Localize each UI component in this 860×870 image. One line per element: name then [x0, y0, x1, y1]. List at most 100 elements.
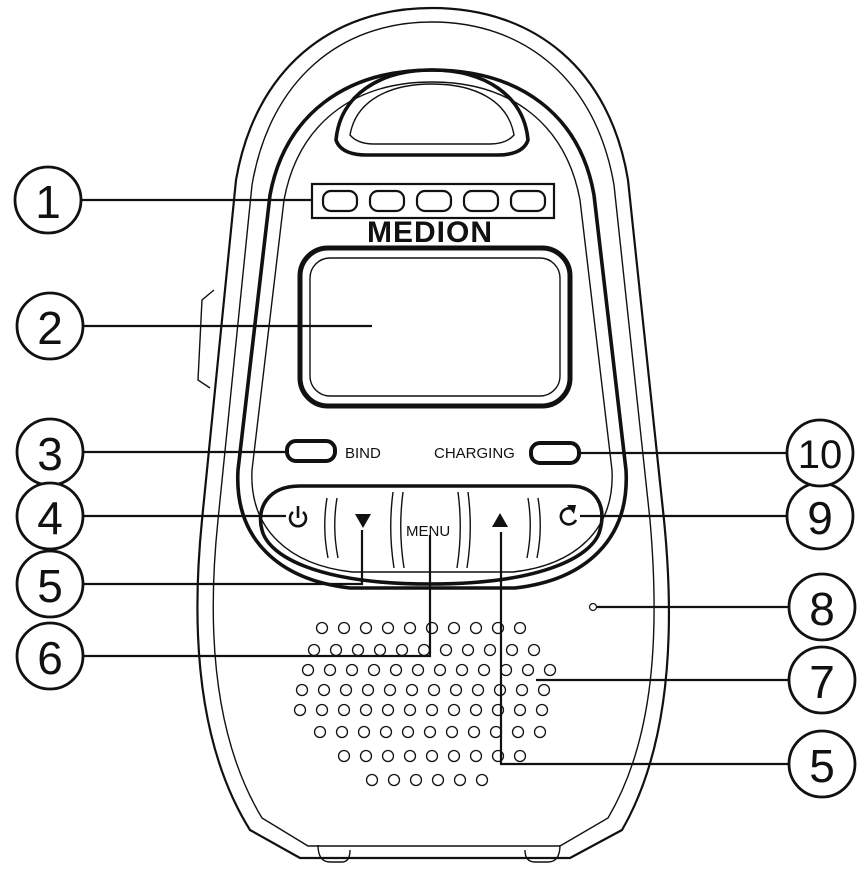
speaker-hole — [513, 703, 527, 717]
speaker-hole — [543, 663, 557, 677]
speaker-hole — [359, 621, 373, 635]
speaker-hole — [427, 683, 441, 697]
speaker-hole — [351, 643, 365, 657]
speaker-hole — [467, 725, 481, 739]
speaker-hole — [307, 643, 321, 657]
leader-5b — [499, 532, 788, 766]
speaker-hole — [367, 663, 381, 677]
bind-led — [285, 439, 337, 463]
speaker-hole — [405, 683, 419, 697]
speaker-hole — [293, 703, 307, 717]
callouts — [13, 165, 857, 799]
speaker-hole — [381, 749, 395, 763]
speaker-hole — [447, 621, 461, 635]
speaker-hole — [477, 663, 491, 677]
led-2 — [368, 189, 406, 213]
callout-6-circle — [15, 621, 85, 691]
callout-7-number: 7 — [809, 656, 835, 708]
callout-numbers: 1 2 3 4 5 6 7 8 9 10 5 — [35, 176, 842, 792]
speaker-hole — [483, 643, 497, 657]
callout-10-circle — [785, 418, 855, 488]
speaker-hole — [301, 663, 315, 677]
speaker-hole — [425, 621, 439, 635]
speaker-hole — [315, 621, 329, 635]
speaker-hole — [469, 749, 483, 763]
callout-5b-circle — [787, 729, 857, 799]
callout-10-number: 10 — [798, 433, 843, 477]
speaker-hole — [389, 663, 403, 677]
led-1 — [321, 189, 359, 213]
speaker-hole — [505, 643, 519, 657]
speaker-hole — [535, 703, 549, 717]
charging-led — [529, 441, 581, 465]
speaker-hole — [431, 773, 445, 787]
led-4 — [462, 189, 500, 213]
callout-4-circle — [15, 481, 85, 551]
speaker-hole — [403, 703, 417, 717]
callout-2-circle — [15, 291, 85, 361]
speaker-hole — [403, 749, 417, 763]
power-icon — [288, 510, 308, 528]
speaker-hole — [373, 643, 387, 657]
speaker-hole — [345, 663, 359, 677]
speaker-hole — [491, 621, 505, 635]
power-button[interactable] — [288, 506, 308, 528]
speaker-hole — [329, 643, 343, 657]
speaker-hole — [425, 703, 439, 717]
up-arrow-button[interactable] — [492, 513, 508, 527]
speaker-hole — [513, 621, 527, 635]
leader-5a — [84, 530, 364, 586]
callout-1-number: 1 — [35, 176, 61, 228]
speaker-hole — [469, 621, 483, 635]
speaker-grille — [293, 621, 557, 787]
speaker-hole — [365, 773, 379, 787]
callout-4-number: 4 — [37, 492, 63, 544]
front-panel — [236, 68, 628, 590]
callout-5a-circle — [15, 549, 85, 619]
speaker-hole — [315, 703, 329, 717]
speaker-hole — [527, 643, 541, 657]
speaker-hole — [491, 703, 505, 717]
speaker-hole — [491, 749, 505, 763]
speaker-hole — [453, 773, 467, 787]
speaker-hole — [317, 683, 331, 697]
callout-6-number: 6 — [37, 632, 63, 684]
talk-button[interactable] — [559, 505, 578, 526]
speaker-hole — [511, 725, 525, 739]
speaker-hole — [489, 725, 503, 739]
speaker-hole — [337, 749, 351, 763]
speaker-hole — [521, 663, 535, 677]
speaker-hole — [323, 663, 337, 677]
speaker-hole — [387, 773, 401, 787]
speaker-hole — [469, 703, 483, 717]
speaker-hole — [381, 703, 395, 717]
speaker-hole — [439, 643, 453, 657]
callout-8-number: 8 — [809, 583, 835, 635]
menu-button-label[interactable]: MENU — [406, 523, 450, 540]
speaker-hole — [455, 663, 469, 677]
callout-5b-number: 5 — [809, 740, 835, 792]
speaker-hole — [461, 643, 475, 657]
speaker-hole — [339, 683, 353, 697]
speaker-hole — [337, 703, 351, 717]
speaker-hole — [513, 749, 527, 763]
speaker-hole — [417, 643, 431, 657]
bind-label: BIND — [345, 445, 381, 462]
callout-7-circle — [787, 645, 857, 715]
microphone-hole — [588, 602, 598, 612]
speaker-hole — [383, 683, 397, 697]
down-arrow-button[interactable] — [355, 514, 371, 528]
callout-1-circle — [13, 165, 83, 235]
leader-lines — [82, 198, 788, 766]
callout-5a-number: 5 — [37, 560, 63, 612]
speaker-hole — [425, 749, 439, 763]
speaker-hole — [313, 725, 327, 739]
speaker-hole — [423, 725, 437, 739]
speaker-hole — [401, 725, 415, 739]
speaker-hole — [449, 683, 463, 697]
speaker-hole — [337, 621, 351, 635]
callout-8-circle — [787, 572, 857, 642]
device-body — [196, 6, 671, 863]
charging-label: CHARGING — [434, 445, 515, 462]
